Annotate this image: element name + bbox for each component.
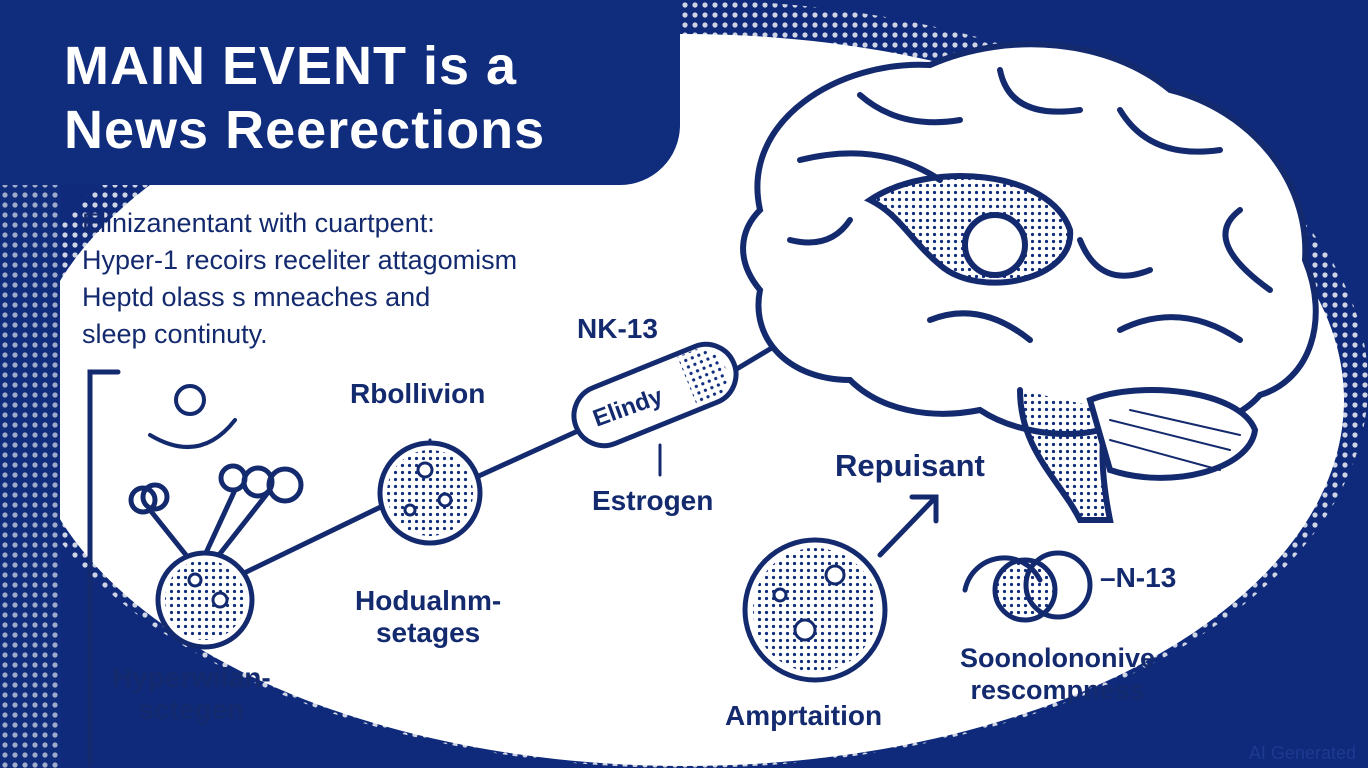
label-rbollivion: Rbollivion: [350, 378, 486, 409]
description-line: Heptd olass s mneaches and: [82, 282, 431, 312]
description: Elinizanentant with cuartpent: Hyper-1 r…: [82, 205, 517, 353]
description-line: Elinizanentant with cuartpent:: [82, 208, 435, 238]
label-estrogen: Estrogen: [592, 485, 714, 516]
title-line-1: MAIN EVENT is a: [64, 36, 518, 96]
connector-line: [237, 497, 398, 578]
label-nk13: NK-13: [577, 313, 658, 344]
label-line: setages: [375, 617, 481, 648]
molecule-icon: [128, 463, 304, 563]
title-line-2: News Reerections: [64, 100, 546, 160]
label-amprtaition: Amprtaition: [725, 700, 883, 731]
brain-icon: [740, 41, 1319, 523]
pill-icon: [571, 341, 739, 449]
description-line: Hyper-1 recoirs receliter attagomism: [82, 245, 518, 275]
smiley-icon: [148, 384, 237, 449]
bracket-line: [87, 369, 121, 768]
description-line: sleep continuty.: [82, 319, 268, 349]
page-title: MAIN EVENT is a News Reerections: [64, 34, 545, 162]
label-n13: –N-13: [1100, 562, 1177, 593]
arrow-icon: [877, 494, 939, 558]
rings-icon: [962, 550, 1093, 623]
label-repuisant: Repuisant: [835, 448, 985, 483]
cell-icon: [155, 550, 255, 650]
label-line: Hyperwilan-: [112, 662, 271, 693]
cell-icon: [377, 440, 483, 546]
connector-line: [467, 427, 583, 483]
label-line: Hodualnm-: [355, 585, 502, 616]
label-hodualnm: Hodualnm- setages: [355, 585, 501, 649]
label-line: sctegen: [138, 694, 245, 725]
watermark: AI Generated: [1248, 743, 1356, 763]
label-line: rescompness: [970, 675, 1145, 705]
label-hyperwilan: Hyperwilan- sctegen: [112, 662, 271, 726]
label-soonolononive: Soonolononive rescompness: [960, 642, 1155, 706]
label-line: Soonolononive: [960, 643, 1155, 673]
cell-icon: [742, 537, 888, 683]
title-banner: MAIN EVENT is a News Reerections: [0, 0, 680, 185]
